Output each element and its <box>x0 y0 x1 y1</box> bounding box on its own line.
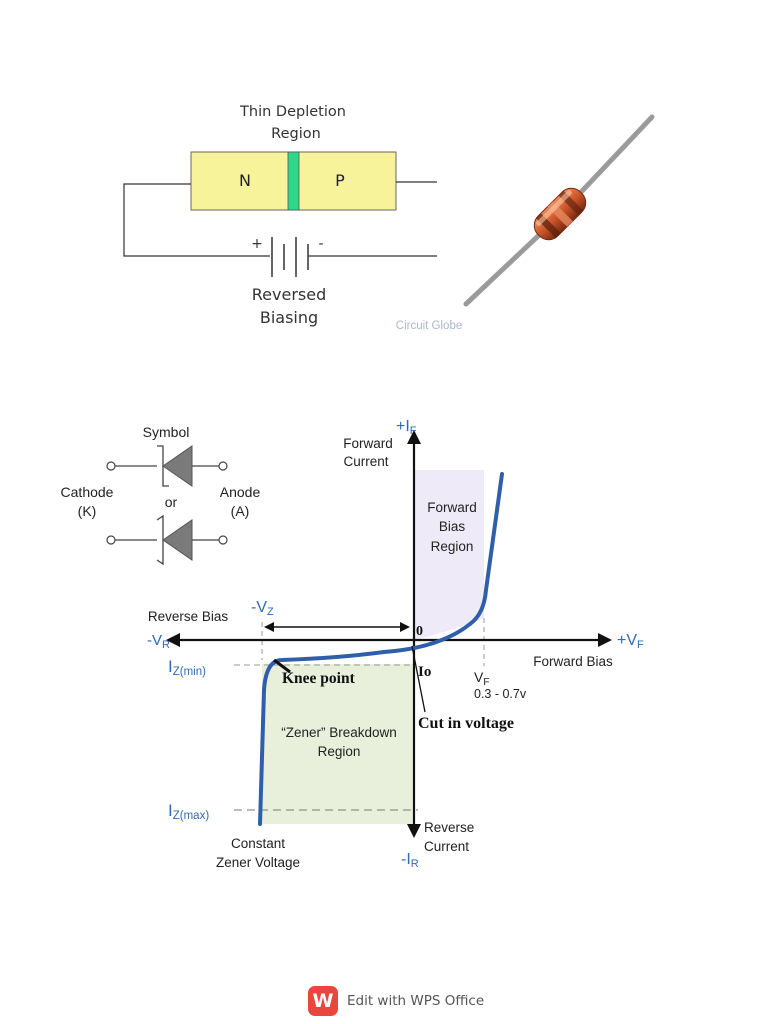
bias-label-line2: Biasing <box>260 308 318 327</box>
reverse-current-label-1: Reverse <box>424 820 474 835</box>
anode-label: Anode <box>220 484 261 500</box>
zener-diode-photo <box>463 114 655 307</box>
origin-zero-label: 0 <box>416 624 423 639</box>
zener-symbol-bottom <box>106 514 228 566</box>
bias-label-line1: Reversed <box>252 285 326 304</box>
zener-region-fill <box>262 664 414 824</box>
wps-edit-badge[interactable]: W Edit with WPS Office <box>308 984 484 1018</box>
zener-region-label-1: “Zener” Breakdown <box>281 725 397 740</box>
io-label: Io <box>418 664 431 680</box>
depletion-label-line1: Thin Depletion <box>239 104 346 120</box>
circuit-globe-watermark: Circuit Globe <box>396 320 462 332</box>
iz-max-label: IZ(max) <box>168 801 209 822</box>
forward-bias-label: Forward Bias <box>533 654 613 669</box>
zener-region-label-2: Region <box>318 744 361 759</box>
knee-point-label: Knee point <box>282 670 356 687</box>
iv-characteristic-graph: +IF Forward Current Forward Bias Region … <box>147 418 644 870</box>
zener-symbol-group: Symbol or Cathode (K) Anode (A) <box>61 424 261 566</box>
reverse-bias-label: Reverse Bias <box>148 609 229 624</box>
iv-curve <box>258 472 504 826</box>
vf-label: VF <box>474 669 489 688</box>
minus-vr-label: -VR <box>147 632 170 651</box>
iz-min-label: IZ(min) <box>168 657 206 678</box>
reverse-current-label-2: Current <box>424 839 469 854</box>
pn-junction-diagram: Thin Depletion Region N P + - Reversed B… <box>123 104 437 327</box>
n-label: N <box>239 171 251 190</box>
depletion-label-line2: Region <box>271 126 321 142</box>
left-axis-arrow <box>166 633 180 647</box>
symbol-or: or <box>165 494 178 510</box>
top-axis-arrow <box>407 430 421 444</box>
bottom-axis-arrow <box>407 824 421 838</box>
plus-if-label: +IF <box>396 418 417 437</box>
cut-in-voltage-label: Cut in voltage <box>418 715 514 732</box>
minus-ir-label: -IR <box>401 851 419 870</box>
cathode-k-label: (K) <box>78 503 97 519</box>
wps-logo-icon[interactable]: W <box>308 986 338 1016</box>
vf-range-label: 0.3 - 0.7v <box>474 687 527 701</box>
symbol-title: Symbol <box>143 424 190 440</box>
cut-in-pointer <box>411 645 426 713</box>
constant-zener-label-1: Constant <box>231 836 285 851</box>
plus-vf-label: +VF <box>617 632 644 651</box>
forward-region-label-2: Bias <box>439 519 466 534</box>
depletion-region <box>287 151 300 211</box>
battery-symbol <box>271 237 309 277</box>
wps-edit-text[interactable]: Edit with WPS Office <box>347 993 485 1009</box>
forward-region-label-1: Forward <box>427 500 477 515</box>
anode-a-label: (A) <box>231 503 250 519</box>
forward-region-label-3: Region <box>431 539 474 554</box>
right-axis-arrow <box>598 633 612 647</box>
zener-symbol-top <box>106 445 228 487</box>
cathode-label: Cathode <box>61 484 114 500</box>
battery-plus: + <box>251 236 263 252</box>
p-label: P <box>335 171 345 190</box>
left-wire <box>123 183 270 257</box>
forward-bias-region-fill <box>414 470 484 640</box>
forward-current-label-1: Forward <box>343 436 393 451</box>
knee-point-marker <box>273 658 291 674</box>
constant-zener-label-2: Zener Voltage <box>216 855 300 870</box>
minus-vz-label: -VZ <box>251 599 274 618</box>
forward-current-label-2: Current <box>343 454 388 469</box>
battery-minus: - <box>318 236 323 252</box>
